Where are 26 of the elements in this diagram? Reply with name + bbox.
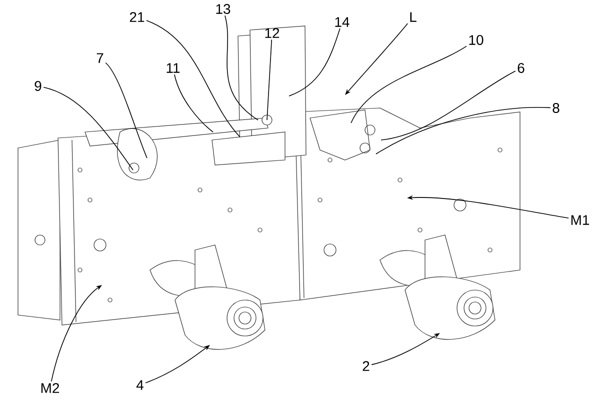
callout-number: 7 xyxy=(96,53,104,63)
arrow xyxy=(345,23,408,95)
leader-line xyxy=(174,74,214,132)
callout-number: 13 xyxy=(216,4,230,14)
leader-line xyxy=(376,107,551,154)
leader-line xyxy=(105,62,148,158)
callout-number: 8 xyxy=(552,103,560,113)
leader-line xyxy=(43,86,134,170)
callout-number: 4 xyxy=(136,380,144,390)
leader-line xyxy=(224,15,258,120)
callout-number: 12 xyxy=(265,28,280,38)
callout-number: 2 xyxy=(362,361,370,371)
callout-number: 6 xyxy=(518,63,524,73)
callout-number: 10 xyxy=(469,35,484,45)
callout-number: M1 xyxy=(571,215,590,225)
leader-line xyxy=(146,20,240,138)
leader-line xyxy=(350,46,467,124)
leader-line xyxy=(266,39,272,120)
callout-number: 9 xyxy=(34,81,42,91)
callout-number: L xyxy=(410,12,416,22)
leader-line xyxy=(288,28,340,96)
callout-number: 11 xyxy=(166,63,180,73)
callout-number: 14 xyxy=(335,17,350,27)
callout-number: 21 xyxy=(130,12,144,22)
leader-line xyxy=(380,70,516,140)
callout-number: M2 xyxy=(41,383,60,393)
